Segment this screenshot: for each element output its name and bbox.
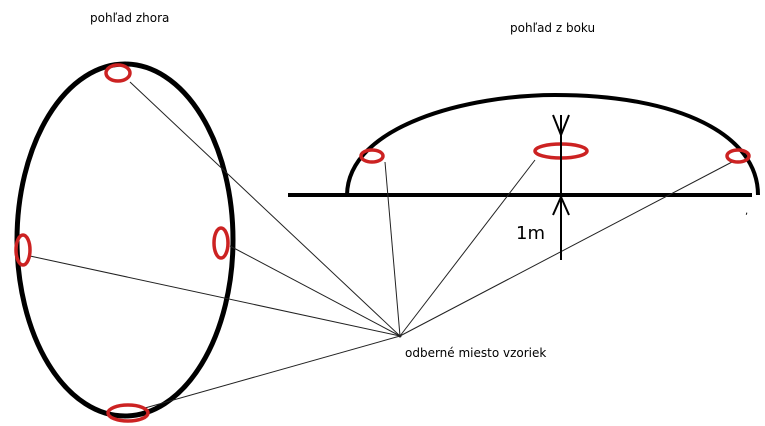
connector-side-left — [384, 161, 401, 337]
sampling-point-dot — [398, 334, 402, 338]
sample-marker-right — [212, 226, 230, 260]
side-view-label: pohľad z boku — [510, 21, 595, 35]
sample-marker-side-right — [725, 148, 751, 164]
connector-side-center — [399, 159, 536, 337]
connector-left — [29, 255, 401, 337]
sample-marker-left — [14, 233, 32, 267]
connector-bottom — [144, 335, 401, 409]
top-view-markers — [14, 63, 230, 423]
side-view-markers — [359, 142, 751, 164]
sample-marker-bottom — [106, 403, 150, 423]
sample-marker-side-left — [359, 148, 385, 164]
side-view-connectors — [384, 159, 733, 337]
sample-marker-top — [104, 63, 132, 83]
top-view-label: pohľad zhora — [90, 11, 169, 25]
top-view-ellipse — [14, 61, 236, 419]
stray-mark: , — [745, 206, 748, 217]
arrow-up-icon — [552, 194, 570, 216]
sampling-point-label: odberné miesto vzoriek — [405, 346, 546, 360]
side-view-dome — [345, 92, 760, 196]
connector-top — [129, 81, 401, 337]
top-view-connectors — [29, 81, 401, 409]
height-dimension — [552, 114, 570, 260]
connector-side-right — [399, 161, 733, 337]
arrow-down-icon — [552, 114, 570, 138]
height-label: 1m — [516, 223, 545, 244]
connector-right — [229, 245, 401, 337]
